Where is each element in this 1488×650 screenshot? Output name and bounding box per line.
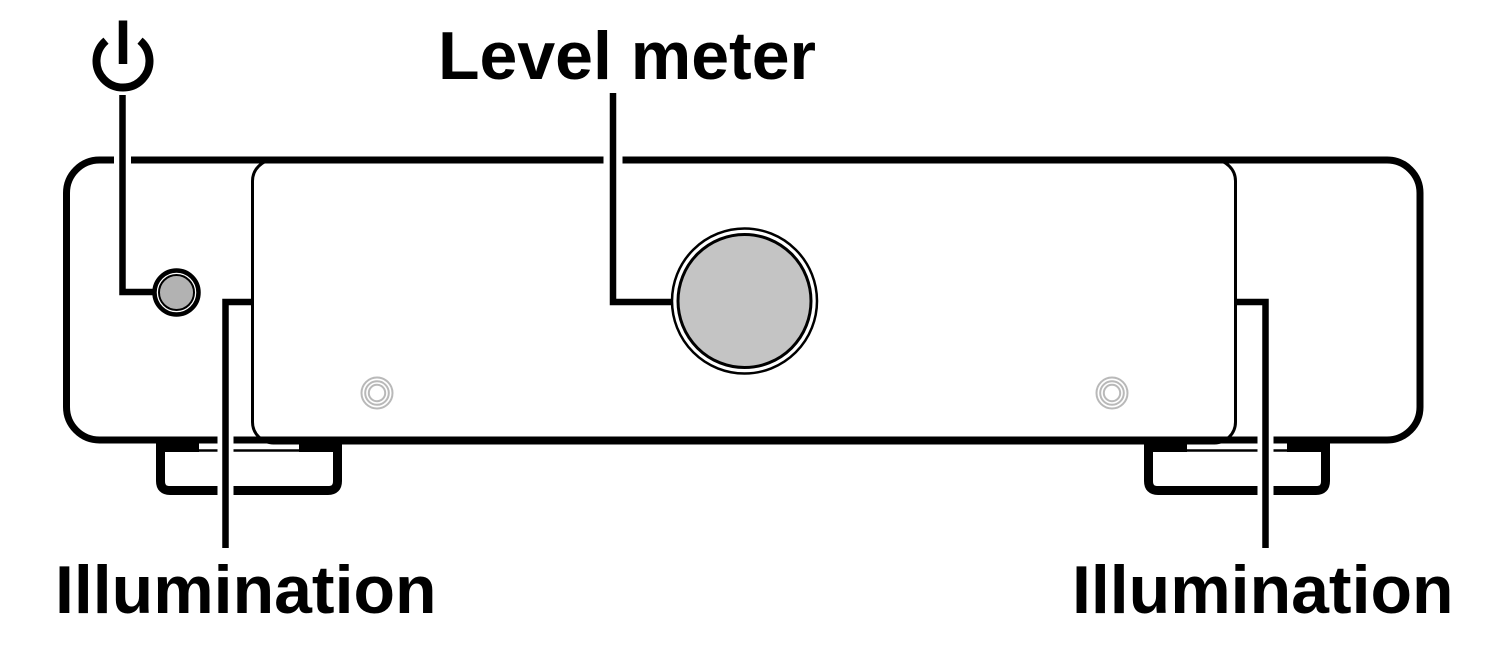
label-illumination-left: Illumination [55, 552, 437, 628]
foot-left [156, 437, 342, 495]
illumination-led-right [1095, 376, 1129, 410]
foot-right-shade-right [1287, 437, 1329, 452]
power-button-cap [158, 274, 195, 311]
power-button [152, 268, 201, 317]
foot-right-outline [1144, 440, 1330, 495]
power-icon-arc [92, 37, 154, 92]
callout-level-meter-line [609, 93, 676, 306]
label-illumination-right: Illumination [1072, 552, 1454, 628]
foot-right [1144, 437, 1330, 495]
callout-illumination-right-line [1234, 298, 1269, 548]
callout-illumination-left-line [222, 298, 254, 548]
foot-left-shade-left [157, 437, 199, 452]
level-meter-dial [676, 233, 813, 369]
callout-power-line [119, 95, 154, 296]
illumination-led-left [360, 376, 394, 410]
foot-right-shade-left [1145, 437, 1187, 452]
level-meter [670, 227, 819, 375]
power-icon [92, 20, 154, 92]
foot-left-outline [156, 440, 342, 495]
label-level-meter: Level meter [438, 18, 816, 94]
foot-left-shade-right [299, 437, 341, 452]
